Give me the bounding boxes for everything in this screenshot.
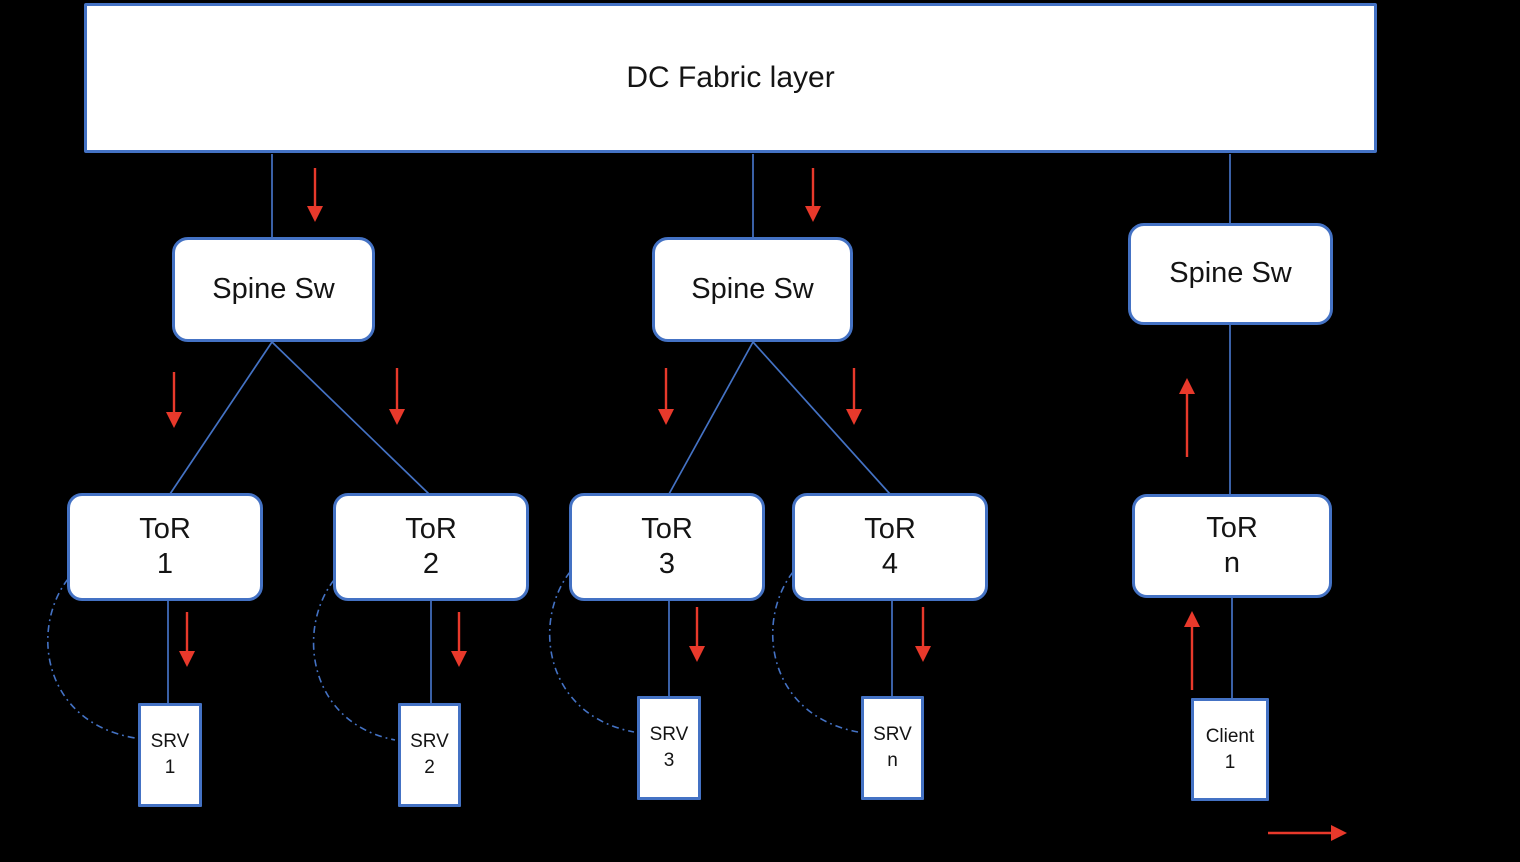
client-1-name: Client [1205, 725, 1255, 747]
dc-fabric-layer-label: DC Fabric layer [626, 60, 835, 94]
link-spine1-tor2 [271, 341, 430, 495]
client-1-id: 1 [1224, 751, 1236, 773]
link-spine2-tor3 [668, 341, 754, 495]
tor-switch-2-id: 2 [422, 548, 440, 580]
server-1-id: 1 [164, 757, 176, 778]
loop-arc-tor3 [549, 571, 635, 733]
tor-switch-3: ToR 3 [569, 493, 765, 601]
tor-switch-2-name: ToR [405, 512, 457, 545]
tor-switch-4-name: ToR [864, 512, 916, 545]
spine-switch-1-label: Spine Sw [212, 272, 335, 305]
tor-switch-n-name: ToR [1206, 511, 1258, 544]
tor-switch-1: ToR 1 [67, 493, 263, 601]
tor-switch-n-id: n [1223, 547, 1241, 579]
server-3-name: SRV [649, 724, 689, 746]
server-1-name: SRV [150, 731, 190, 753]
spine-switch-2-label: Spine Sw [691, 272, 814, 305]
tor-switch-n: ToR n [1132, 494, 1332, 598]
server-n-name: SRV [873, 724, 912, 746]
link-spine1-tor1 [169, 341, 273, 495]
spine-switch-n-label: Spine Sw [1169, 257, 1292, 290]
link-spine2-tor4 [752, 341, 891, 495]
server-2-name: SRV [410, 731, 449, 753]
server-2: SRV 2 [398, 703, 461, 807]
server-n: SRV n [861, 696, 924, 800]
loop-arc-tor1 [47, 578, 136, 739]
spine-switch-n: Spine Sw [1128, 223, 1333, 325]
tor-switch-3-id: 3 [658, 548, 676, 580]
tor-switch-4: ToR 4 [792, 493, 988, 601]
loop-arc-tor2 [312, 579, 396, 741]
client-1: Client 1 [1191, 698, 1269, 801]
server-3: SRV 3 [637, 696, 701, 800]
dc-fabric-layer-box: DC Fabric layer [84, 3, 1377, 153]
loop-arc-tor4 [772, 571, 859, 733]
server-2-id: 2 [424, 757, 435, 778]
spine-switch-2: Spine Sw [652, 237, 853, 342]
tor-switch-4-id: 4 [881, 548, 899, 580]
spine-switch-1: Spine Sw [172, 237, 375, 342]
server-1: SRV 1 [138, 703, 202, 807]
tor-switch-1-id: 1 [156, 548, 174, 580]
server-n-id: n [887, 750, 898, 771]
server-3-id: 3 [663, 750, 675, 771]
tor-switch-3-name: ToR [641, 512, 693, 545]
tor-switch-1-name: ToR [139, 512, 191, 545]
tor-switch-2: ToR 2 [333, 493, 529, 601]
